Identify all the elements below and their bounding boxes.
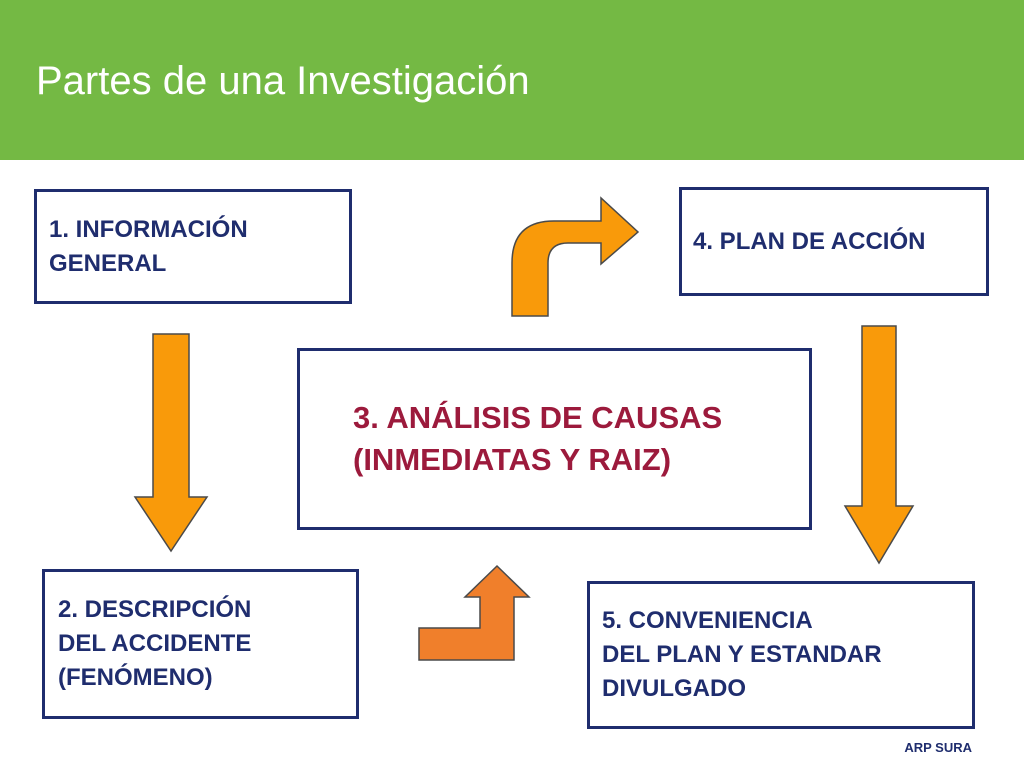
- step-1-line-2: GENERAL: [49, 249, 167, 277]
- step-3-line-2: (INMEDIATAS Y RAIZ): [353, 442, 672, 477]
- footer-brand-label: ARP SURA: [904, 740, 972, 755]
- step-4-line-1: 4. PLAN DE ACCIÓN: [693, 227, 926, 255]
- step-5-line-3: DIVULGADO: [602, 675, 746, 702]
- step-box-analisis-causas: 3. ANÁLISIS DE CAUSAS (INMEDIATAS Y RAIZ…: [297, 348, 812, 530]
- step-1-line-1: 1. INFORMACIÓN: [49, 215, 248, 243]
- header-band: [0, 0, 1024, 160]
- arrow-down-icon: [843, 325, 915, 565]
- step-box-descripcion-accidente: 2. DESCRIPCIÓN DEL ACCIDENTE (FENÓMENO): [42, 569, 359, 719]
- step-box-conveniencia-plan: 5. CONVENIENCIA DEL PLAN Y ESTANDAR DIVU…: [587, 581, 975, 729]
- step-2-line-2: DEL ACCIDENTE: [58, 630, 252, 657]
- step-5-line-1: 5. CONVENIENCIA: [602, 607, 813, 634]
- step-5-line-2: DEL PLAN Y ESTANDAR: [602, 641, 882, 668]
- step-2-line-3: (FENÓMENO): [58, 664, 213, 691]
- step-box-informacion-general: 1. INFORMACIÓN GENERAL: [34, 189, 352, 304]
- bent-arrow-up-icon: [418, 564, 531, 661]
- step-2-line-1: 2. DESCRIPCIÓN: [58, 596, 252, 623]
- step-box-plan-accion: 4. PLAN DE ACCIÓN: [679, 187, 989, 296]
- slide-title: Partes de una Investigación: [36, 59, 530, 103]
- step-3-line-1: 3. ANÁLISIS DE CAUSAS: [353, 400, 723, 435]
- arrow-down-icon: [133, 333, 209, 553]
- curved-arrow-right-icon: [511, 196, 640, 317]
